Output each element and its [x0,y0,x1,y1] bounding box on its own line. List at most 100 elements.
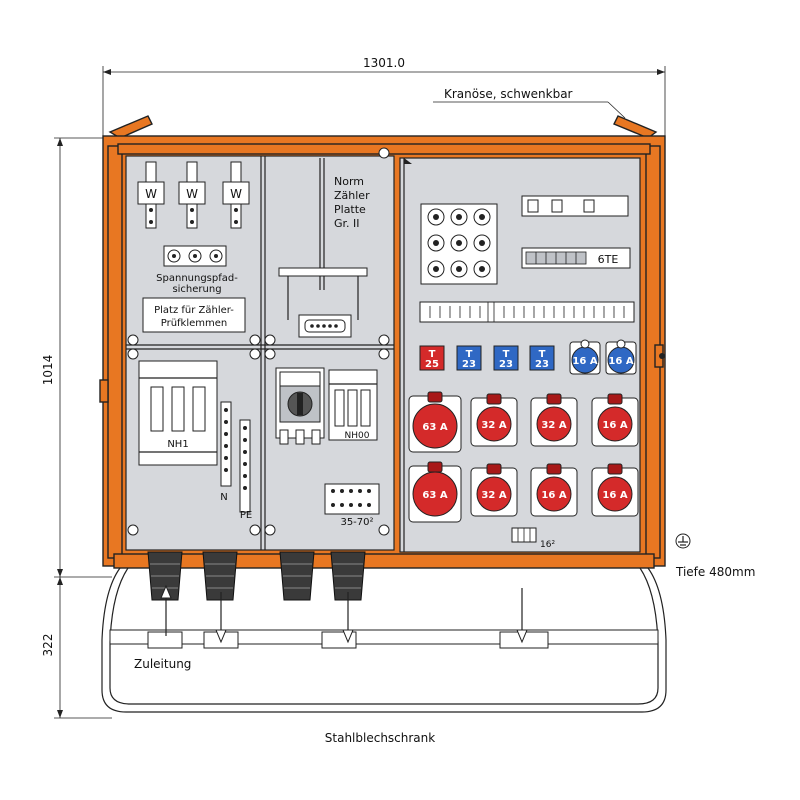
rcd-breaker-body [529,345,555,371]
cee-socket-label: 32 A [481,490,506,501]
cee-socket-face [536,476,572,512]
meter-plate-label-line1: Norm [334,175,364,188]
fuse-cluster [420,203,498,285]
rcd-breaker-letter: T [466,349,473,360]
terminal-block-35-70: 35-70² [324,483,380,528]
rcd-breaker: T 23 [456,345,482,371]
voltage-fuse-label-line2: sicherung [172,284,221,295]
main-switch [275,367,325,445]
degree16-label: 16² [540,540,555,550]
rcd-breaker: T 25 [419,345,445,371]
cee-socket-label: 16 A [602,420,627,431]
cee-socket-face [597,406,633,442]
cee-socket-label: 32 A [541,420,566,431]
socket-section: 6TE T 25 T [399,157,641,553]
cee-socket-face [412,471,458,517]
cee-socket-face [476,406,512,442]
test-terminals-label-line1: Platz für Zähler- [154,305,234,316]
nh00-label: NH00 [345,431,370,441]
supply-label: Zuleitung [134,657,191,671]
nh1-fuse-switch: NH1 [138,360,218,466]
meter-plate-label-line4: Gr. II [334,217,360,230]
small-blue-sockets: 16 A 16 A [569,339,637,375]
rcd-breaker: T 23 [529,345,555,371]
rcd-breaker-value: 23 [462,359,476,370]
rcd-breaker-value: 23 [535,359,549,370]
rcd-breaker-letter: T [503,349,510,360]
rcd-breaker-value: 25 [425,359,439,370]
width-dimension: 1301.0 [102,56,666,158]
door-handle-left [99,379,109,403]
base-frame [101,567,667,713]
meter-plate-label-line3: Platte [334,203,366,216]
rcd-breaker-body [493,345,519,371]
meter-plate-label-line2: Zähler [334,189,370,202]
crane-eye-left [108,115,153,139]
cabinet-type-label: Stahlblechschrank [325,731,436,745]
voltage-path-fuses: Spannungspfad- sicherung [156,245,238,295]
voltage-fuse-label-line1: Spannungspfad- [156,273,238,284]
cee-socket-label: 16 A [541,490,566,501]
cee-socket-label: 63 A [422,422,447,433]
nh00-fuse: NH00 [328,369,378,441]
terminal-range-label: 35-70² [340,517,373,528]
small-socket: 16 A [605,339,637,375]
cee-socket-label: 63 A [422,490,447,501]
te6-strip: 6TE [521,247,631,269]
cee-socket: 32 A [530,393,578,447]
te6-label: 6TE [598,253,619,266]
w-label-3: W [230,187,242,201]
nh1-label: NH1 [167,439,188,450]
test-terminals-box: Platz für Zähler- Prüfklemmen [142,297,246,333]
cee-socket-label: 16 A [602,490,627,501]
cee-socket: 32 A [470,393,518,447]
w-label-2: W [186,187,198,201]
rcd-breaker-body [419,345,445,371]
small-socket: 16 A [569,339,601,375]
crane-eye-right [613,115,658,139]
small-socket-label: 16 A [572,356,597,367]
cee-sockets-row2: 63 A 32 A 16 A 16 A [408,461,639,523]
cee-socket: 32 A [470,463,518,517]
cee-sockets-row1: 63 A 32 A 32 A 16 A [408,391,639,453]
cee-socket: 16 A [530,463,578,517]
crane-eye-callout: Kranöse, schwenkbar [433,87,626,119]
cee-socket-face [476,476,512,512]
cee-socket: 16 A [591,463,639,517]
panel-screws [127,147,390,536]
pe-label: PE [240,510,252,521]
rcd-breaker-letter: T [539,349,546,360]
depth-label: Tiefe 480mm [675,565,755,579]
n-label: N [220,492,227,503]
cable-glands [147,551,366,601]
height-dimension: 1014 322 [41,137,112,719]
cee-socket-face [536,406,572,442]
cee-socket-face [412,403,458,449]
test-terminals-label-line2: Prüfklemmen [161,318,228,329]
small-socket-label: 16 A [608,356,633,367]
cee-socket: 63 A [408,391,462,453]
cee-socket: 63 A [408,461,462,523]
meter-section: W W W Spannungspfad- sicherung Platz für… [125,147,395,551]
n-pe-terminals: N PE [220,401,252,521]
rcd-breakers: T 25 T 23 T 23 T 23 [419,345,555,371]
w-label-1: W [145,187,157,201]
total-height-label: 1014 [41,355,55,386]
top-switch-strip [521,195,629,217]
rcd-breaker: T 23 [493,345,519,371]
base-height-label: 322 [41,634,55,657]
w-terminals: W W W [137,161,250,229]
cee-socket-label: 32 A [481,420,506,431]
small-terminal-16: 16² [511,527,555,550]
meter-plate: Norm Zähler Platte Gr. II [278,158,370,338]
crane-eye-label: Kranöse, schwenkbar [444,87,573,101]
rcd-breaker-letter: T [429,349,436,360]
ground-icon [675,533,691,549]
width-dimension-label: 1301.0 [363,56,405,70]
rcd-breaker-value: 23 [499,359,513,370]
rcd-breaker-body [456,345,482,371]
cee-socket-face [597,476,633,512]
breaker-row [419,301,635,323]
cee-socket: 16 A [591,393,639,447]
